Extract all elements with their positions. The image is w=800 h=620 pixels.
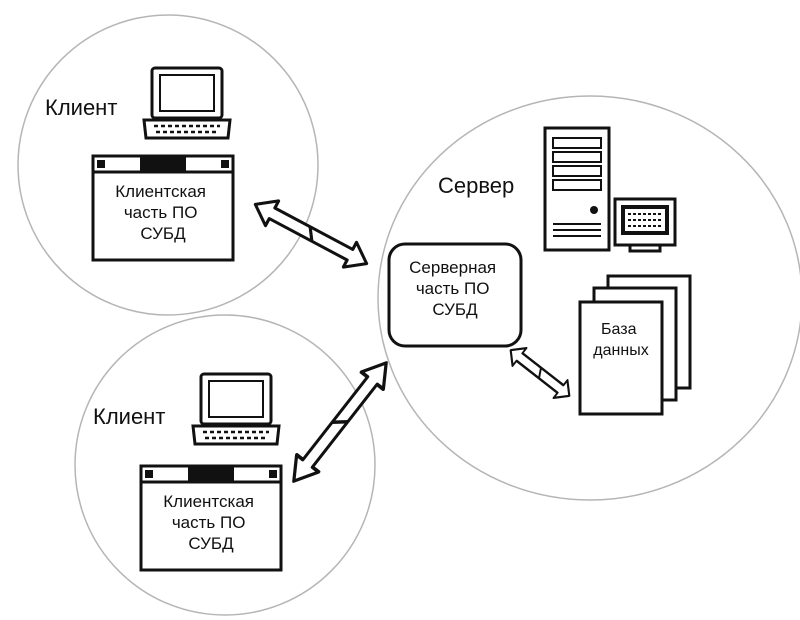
server-line-2: часть ПО	[416, 279, 490, 298]
client-top-title: Клиент	[45, 95, 117, 120]
client-top-line-3: СУБД	[140, 224, 186, 243]
server-line-3: СУБД	[432, 300, 478, 319]
client-bottom-line-2: часть ПО	[172, 513, 246, 532]
client-top-box-text: Клиентская часть ПО СУБД	[115, 182, 210, 243]
client-top-window	[91, 154, 235, 262]
server-title: Сервер	[438, 173, 514, 198]
client-top-line-2: часть ПО	[124, 203, 198, 222]
double-arrow-icon	[247, 190, 375, 278]
database-label: База данных	[593, 321, 648, 359]
client-bottom-line-3: СУБД	[188, 534, 234, 553]
server-line-1: Серверная	[409, 258, 496, 277]
client-bottom-title: Клиент	[93, 404, 165, 429]
server-tower-icon	[543, 126, 611, 252]
client-bottom-line-1: Клиентская	[163, 492, 254, 511]
laptop-icon	[191, 372, 281, 446]
double-arrow-icon	[281, 352, 399, 492]
server-box-text: Серверная часть ПО СУБД	[409, 258, 501, 319]
database-line-1: База	[601, 321, 637, 338]
client-bottom-window	[139, 464, 283, 572]
client-top-circle	[17, 14, 319, 316]
server-software-box	[387, 242, 523, 348]
client-bottom-box-text: Клиентская часть ПО СУБД	[163, 492, 258, 553]
server-circle	[377, 95, 800, 501]
client-bottom-circle	[74, 314, 376, 616]
database-line-2: данных	[593, 342, 648, 359]
client-top-line-1: Клиентская	[115, 182, 206, 201]
monitor-icon	[613, 197, 677, 253]
laptop-icon	[142, 66, 232, 140]
document-stack-icon	[578, 274, 692, 416]
double-arrow-icon	[502, 340, 578, 406]
